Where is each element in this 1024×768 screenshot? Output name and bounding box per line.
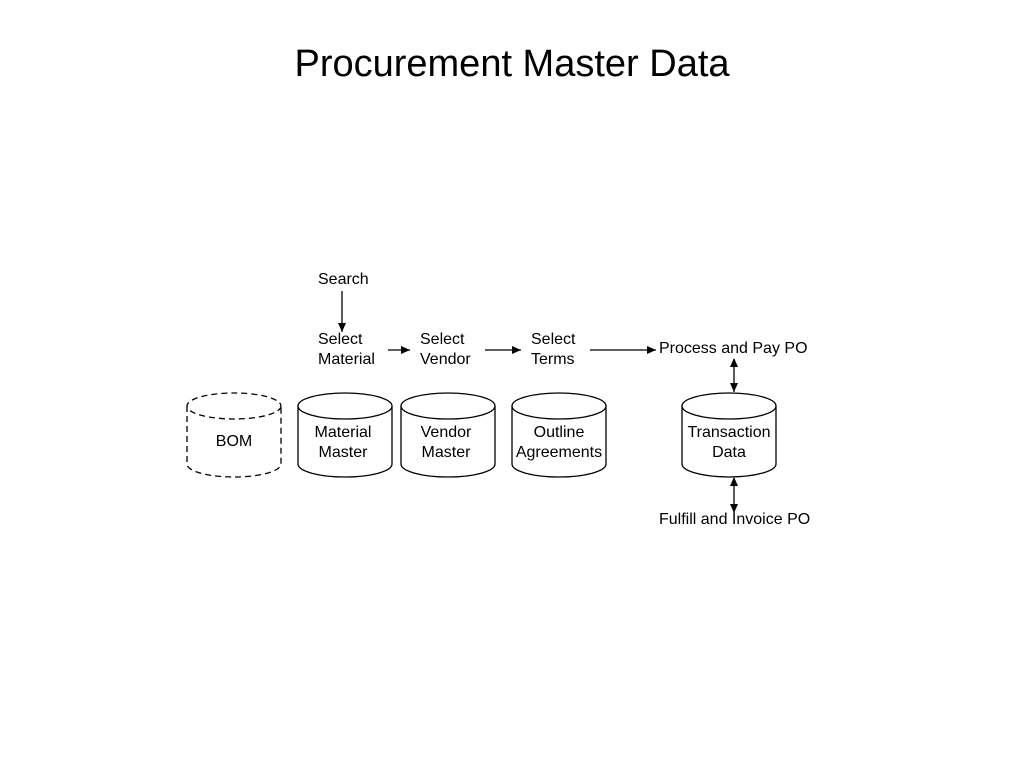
material-master-cylinder	[297, 392, 393, 478]
select-vendor-line-2: Vendor	[420, 351, 471, 368]
transaction-data-label: Transaction Data	[678, 423, 780, 463]
fulfill-invoice-label: Fulfill and Invoice PO	[659, 511, 811, 528]
select-material-line-2: Material	[318, 351, 375, 368]
transaction-data-line-2: Data	[712, 444, 746, 461]
bom-line-1: BOM	[215, 433, 253, 450]
transaction-data-line-1: Transaction	[687, 424, 771, 441]
select-vendor-label: Select Vendor	[420, 330, 471, 370]
bom-label: BOM	[187, 432, 281, 452]
vendor-master-line-1: Vendor	[420, 424, 472, 441]
vendor-master-label: Vendor Master	[399, 423, 493, 463]
select-terms-line-2: Terms	[531, 351, 575, 368]
material-master-line-2: Master	[318, 444, 368, 461]
search-label: Search	[318, 271, 369, 288]
select-material-line-1: Select	[318, 331, 363, 348]
material-master-line-1: Material	[314, 424, 372, 441]
outline-agreements-label: Outline Agreements	[509, 423, 609, 463]
bom-cylinder	[186, 392, 282, 478]
select-vendor-line-1: Select	[420, 331, 465, 348]
transaction-data-cylinder	[681, 392, 777, 478]
select-terms-label: Select Terms	[531, 330, 575, 370]
outline-agreements-line-1: Outline	[533, 424, 585, 441]
vendor-master-line-2: Master	[421, 444, 471, 461]
outline-agreements-cylinder	[511, 392, 607, 478]
process-pay-label: Process and Pay PO	[659, 340, 808, 357]
vendor-master-cylinder	[400, 392, 496, 478]
select-material-label: Select Material	[318, 330, 375, 370]
material-master-label: Material Master	[296, 423, 390, 463]
page-title: Procurement Master Data	[294, 43, 730, 85]
select-terms-line-1: Select	[531, 331, 576, 348]
outline-agreements-line-2: Agreements	[515, 444, 603, 461]
